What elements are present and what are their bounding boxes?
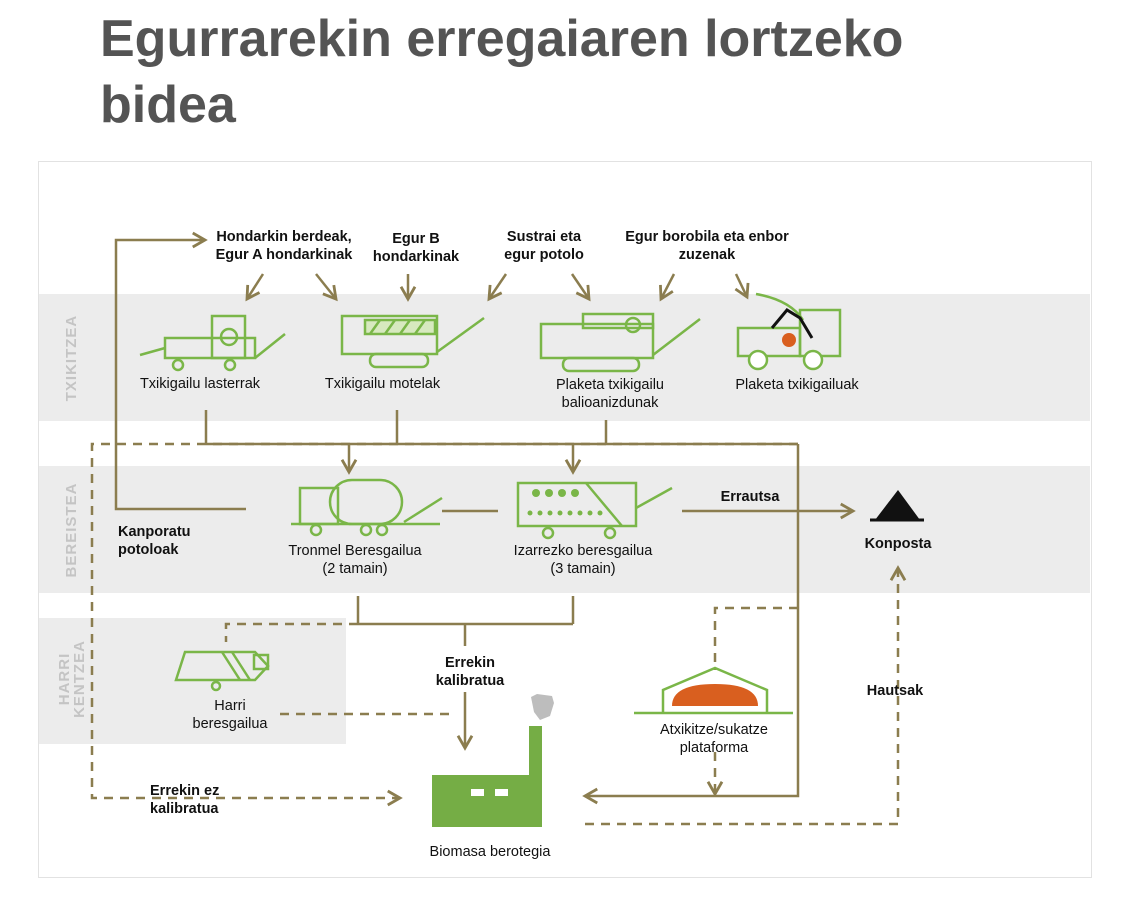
- platform-atxikitze-label: Atxikitze/sukatze plataforma: [660, 722, 768, 756]
- input-sustrai-label: Sustrai eta egur potolo: [504, 229, 584, 263]
- machine-lasterrak-icon: [139, 314, 286, 372]
- machine-izarrezko-label: Izarrezko beresgailua (3 tamain): [513, 543, 653, 577]
- machine-tronmel-icon: [291, 478, 443, 537]
- flow-hautsak-label: Hautsak: [866, 683, 924, 699]
- flow-plaketa-to-boiler: [582, 444, 800, 805]
- flow-erreki-ez: [90, 442, 798, 807]
- machine-plaketa-balio-label: Plaketa txikigailu balioanizdunak: [556, 377, 664, 411]
- flow-loop-kanporatu: [114, 231, 246, 511]
- machine-plaketa-truck-icon: [736, 292, 842, 371]
- machine-lasterrak-label: Txikigailu lasterrak: [139, 376, 261, 392]
- arrow-input-1: [245, 273, 265, 302]
- platform-shed-icon: [634, 666, 793, 715]
- arrow-input-2: [315, 273, 338, 302]
- band-bereistea: [39, 466, 1090, 593]
- flow-hautsak: [585, 565, 907, 826]
- machine-motelak-icon: [340, 314, 485, 369]
- crane-arm-icon: [770, 308, 814, 339]
- arrow-input-5: [570, 273, 591, 302]
- input-borobila-label: Egur borobila eta enbor zuzenak: [625, 229, 789, 263]
- machine-tronmel-label: Tronmel Beresgailua (2 tamain): [288, 543, 422, 577]
- arrow-input-4: [487, 273, 508, 302]
- arrow-input-7: [734, 273, 750, 300]
- machine-motelak-label: Txikigailu motelak: [324, 376, 441, 392]
- machine-harri-icon: [174, 650, 270, 692]
- machine-plaketa-balio-icon: [539, 312, 701, 373]
- title-line-2: bidea: [100, 76, 236, 134]
- flow-errautsa-label: Errautsa: [720, 489, 780, 505]
- flow-kanporatu-label: Kanporatu potoloak: [118, 524, 191, 558]
- machine-plaketa-label: Plaketa txikigailuak: [735, 377, 859, 393]
- flow-erreki-kalibratua-label: Errekin kalibratua: [435, 655, 505, 689]
- flow-erreki-ez-label: Errekin ez kalibratua: [150, 783, 220, 817]
- boiler-building-icon: [432, 694, 554, 827]
- compost-pile-icon: [875, 490, 920, 520]
- arrow-input-6: [659, 273, 676, 302]
- truck-load-icon: [782, 333, 796, 347]
- konposta-label: Konposta: [864, 536, 932, 552]
- star-screen-icon: [527, 489, 603, 516]
- machine-harri-label: Harri beresgailua: [192, 698, 268, 732]
- flow-atxikitze-in: [713, 606, 798, 670]
- boiler-label: Biomasa berotegia: [429, 844, 551, 860]
- input-egur-b-label: Egur B hondarkinak: [372, 231, 460, 265]
- flow-harri-in: [224, 622, 358, 642]
- title-line-1: Egurrarekin erregaiaren lortzeko: [100, 10, 904, 68]
- machine-izarrezko-icon: [516, 481, 673, 540]
- input-hondarkin-label: Hondarkin berdeak, Egur A hondarkinak: [215, 229, 353, 263]
- page-title: Egurrarekin erregaiaren lortzeko bidea: [100, 6, 1000, 138]
